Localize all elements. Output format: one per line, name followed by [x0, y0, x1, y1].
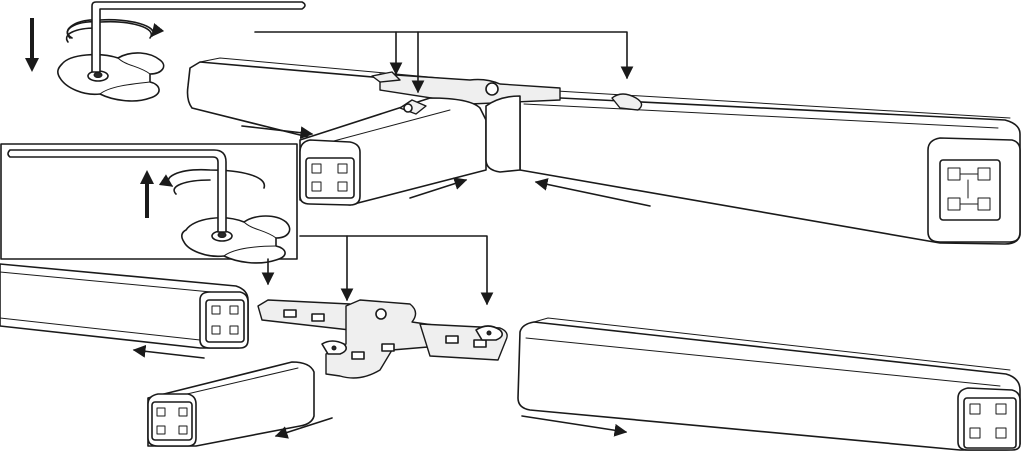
t-connector [257, 299, 508, 379]
rail-left-back [0, 263, 249, 359]
assembled-t-joint [186, 31, 1021, 245]
rail-long-right [517, 317, 1021, 451]
rail-short-front [147, 361, 333, 447]
hex-key-tighten-icon [25, 1, 306, 102]
hex-key-loosen-icon [0, 143, 494, 306]
